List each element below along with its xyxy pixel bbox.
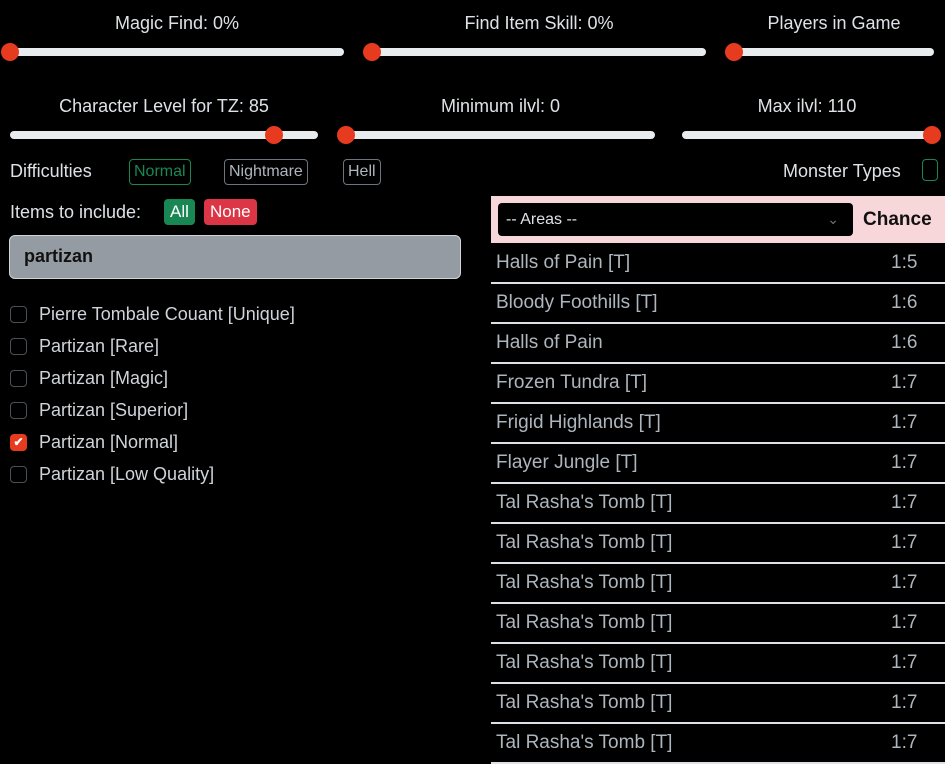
character-level-slider-thumb[interactable] <box>265 126 283 144</box>
chevron-down-icon: ⌄ <box>827 211 839 227</box>
table-row: Halls of Pain 1:6 <box>491 324 945 364</box>
items-label: Items to include: <box>10 202 142 222</box>
item-label: Pierre Tombale Couant [Unique] <box>39 303 295 324</box>
find-item-skill-slider-thumb[interactable] <box>363 43 381 61</box>
chance-cell: 1:7 <box>891 692 918 713</box>
item-label: Partizan [Superior] <box>39 399 189 420</box>
areas-select[interactable]: -- Areas -- ⌄ <box>498 203 853 236</box>
minimum-ilvl-slider-thumb[interactable] <box>337 126 355 144</box>
checkbox[interactable] <box>10 401 27 419</box>
area-cell: Tal Rasha's Tomb [T] <box>496 492 673 513</box>
difficulty-normal-button[interactable]: Normal <box>129 159 191 185</box>
area-cell: Frozen Tundra [T] <box>496 372 648 393</box>
table-row: Tal Rasha's Tomb [T] 1:7 <box>491 684 945 724</box>
max-ilvl-label: Max ilvl: 110 <box>757 96 857 116</box>
area-cell: Tal Rasha's Tomb [T] <box>496 612 673 633</box>
area-cell: Tal Rasha's Tomb [T] <box>496 652 673 673</box>
item-label: Partizan [Magic] <box>39 367 169 388</box>
chance-cell: 1:7 <box>891 612 918 633</box>
character-level-label: Character Level for TZ: 85 <box>59 96 269 116</box>
find-item-skill-label: Find Item Skill: 0% <box>464 13 614 33</box>
monster-types-label: Monster Types <box>783 161 901 181</box>
checkbox[interactable] <box>10 465 27 483</box>
table-row: Frozen Tundra [T] 1:7 <box>491 364 945 404</box>
magic-find-label: Magic Find: 0% <box>114 13 240 33</box>
area-cell: Tal Rasha's Tomb [T] <box>496 572 673 593</box>
checkbox[interactable] <box>10 369 27 387</box>
area-cell: Halls of Pain [T] <box>496 252 631 273</box>
players-in-game-slider-thumb[interactable] <box>725 43 743 61</box>
minimum-ilvl-label: Minimum ilvl: 0 <box>440 96 560 116</box>
chance-cell: 1:7 <box>891 732 918 753</box>
difficulties-label: Difficulties <box>10 161 92 181</box>
table-row: Tal Rasha's Tomb [T] 1:7 <box>491 484 945 524</box>
chance-cell: 1:7 <box>891 652 918 673</box>
item-label: Partizan [Rare] <box>39 335 160 356</box>
table-row: Tal Rasha's Tomb [T] 1:7 <box>491 724 945 764</box>
table-row: Bloody Foothills [T] 1:6 <box>491 284 945 324</box>
table-row: Tal Rasha's Tomb [T] 1:7 <box>491 604 945 644</box>
minimum-ilvl-slider[interactable] <box>337 126 655 144</box>
chance-cell: 1:7 <box>891 452 918 473</box>
magic-find-slider[interactable] <box>1 43 344 61</box>
table-row: Tal Rasha's Tomb [T] 1:7 <box>491 564 945 604</box>
chance-column-header[interactable]: Chance <box>863 209 932 230</box>
area-cell: Tal Rasha's Tomb [T] <box>496 692 673 713</box>
areas-select-value: -- Areas -- <box>506 211 578 228</box>
area-cell: Halls of Pain <box>496 332 603 353</box>
item-checkbox-row[interactable]: ✔ Partizan [Normal] <box>10 431 178 453</box>
table-header: -- Areas -- ⌄ Chance <box>491 196 945 243</box>
item-search-input[interactable]: partizan <box>9 235 461 279</box>
area-cell: Bloody Foothills [T] <box>496 292 658 313</box>
checkbox[interactable] <box>10 337 27 355</box>
table-row: Frigid Highlands [T] 1:7 <box>491 404 945 444</box>
select-all-button[interactable]: All <box>164 199 195 225</box>
item-checkbox-row[interactable]: Partizan [Low Quality] <box>10 463 214 485</box>
checkbox[interactable] <box>10 305 27 323</box>
chance-cell: 1:7 <box>891 532 918 553</box>
max-ilvl-slider-thumb[interactable] <box>923 126 941 144</box>
chance-cell: 1:7 <box>891 372 918 393</box>
item-checkbox-row[interactable]: Partizan [Rare] <box>10 335 159 357</box>
item-checkbox-row[interactable]: Partizan [Magic] <box>10 367 168 389</box>
item-checkbox-row[interactable]: Partizan [Superior] <box>10 399 188 421</box>
magic-find-slider-thumb[interactable] <box>1 43 19 61</box>
max-ilvl-slider[interactable] <box>682 126 941 144</box>
difficulty-hell-button[interactable]: Hell <box>343 159 381 185</box>
chance-cell: 1:5 <box>891 252 918 273</box>
chance-cell: 1:7 <box>891 412 918 433</box>
select-none-button[interactable]: None <box>204 199 257 225</box>
chance-cell: 1:7 <box>891 492 918 513</box>
chance-cell: 1:6 <box>891 332 918 353</box>
item-label: Partizan [Normal] <box>39 431 179 452</box>
table-row: Tal Rasha's Tomb [T] 1:7 <box>491 524 945 564</box>
players-in-game-label: Players in Game <box>767 13 901 33</box>
players-in-game-slider[interactable] <box>725 43 934 61</box>
area-cell: Frigid Highlands [T] <box>496 412 661 433</box>
check-icon: ✔ <box>13 435 24 449</box>
difficulty-nightmare-button[interactable]: Nightmare <box>224 159 308 185</box>
area-cell: Tal Rasha's Tomb [T] <box>496 732 673 753</box>
table-row: Flayer Jungle [T] 1:7 <box>491 444 945 484</box>
table-row: Halls of Pain [T] 1:5 <box>491 244 945 284</box>
monster-type-button[interactable] <box>922 159 938 181</box>
item-checkbox-row[interactable]: Pierre Tombale Couant [Unique] <box>10 303 295 325</box>
chance-cell: 1:6 <box>891 292 918 313</box>
item-label: Partizan [Low Quality] <box>39 463 215 484</box>
chance-cell: 1:7 <box>891 572 918 593</box>
area-cell: Flayer Jungle [T] <box>496 452 638 473</box>
checkbox[interactable]: ✔ <box>10 433 27 451</box>
find-item-skill-slider[interactable] <box>363 43 706 61</box>
area-cell: Tal Rasha's Tomb [T] <box>496 532 673 553</box>
table-row: Tal Rasha's Tomb [T] 1:7 <box>491 644 945 684</box>
character-level-slider[interactable] <box>10 126 318 144</box>
